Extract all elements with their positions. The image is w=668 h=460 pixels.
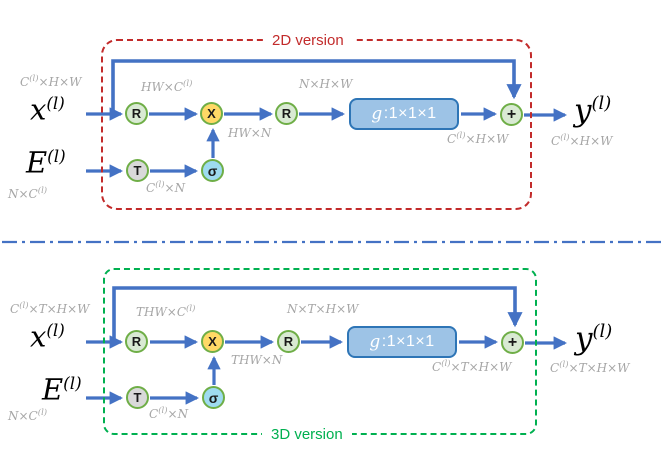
input-x-label: x(l) [30,92,65,127]
multiply-node: X [200,102,223,125]
output-y-label: y(l) [575,320,613,357]
embedding-e-label: E(l) [26,145,66,180]
reshape-node: R [125,102,148,125]
input-x-label: x(l) [30,319,65,354]
conv-block: g :1×1×1 [349,98,459,130]
wires-3d [86,286,568,405]
reshape-node: R [125,330,148,353]
dim-input: C(l)×T×H×W [10,301,90,316]
reshape-node: R [277,330,300,353]
transpose-node: T [126,386,149,409]
dim-conv-out: C(l)×T×H×W [432,359,512,374]
dim-attention-map: THW×N [231,353,283,367]
dim-after-reshape1: HW×C(l) [141,79,193,94]
dim-input: C(l)×H×W [20,74,82,89]
add-node: + [501,331,524,354]
output-y-label: y(l) [574,92,612,129]
conv-kernel-size: :1×1×1 [381,333,435,350]
transpose-node: T [126,159,149,182]
softmax-node: σ [201,159,224,182]
softmax-node: σ [202,386,225,409]
dim-output: C(l)×T×H×W [550,360,630,375]
2d-version-label: 2D version [263,32,353,50]
reshape-node: R [275,102,298,125]
dim-after-reshape2: N×T×H×W [287,302,359,316]
dim-after-transpose: C(l)×N [149,406,189,421]
dim-after-reshape1: THW×C(l) [136,304,196,319]
conv-kernel-size: :1×1×1 [383,105,437,122]
3d-version-label: 3D version [262,426,352,444]
dim-after-transpose: C(l)×N [146,180,186,195]
multiply-node: X [201,330,224,353]
dim-embed: N×C(l) [8,186,48,201]
add-node: + [500,103,523,126]
dim-attention-map: HW×N [228,126,272,140]
conv-block: g :1×1×1 [347,326,457,358]
conv-fn-symbol: g [371,104,383,124]
dim-after-reshape2: N×H×W [299,77,353,91]
conv-fn-symbol: g [369,332,381,352]
dim-output: C(l)×H×W [551,133,613,148]
dim-conv-out: C(l)×H×W [447,131,509,146]
dim-embed: N×C(l) [8,408,48,423]
embedding-e-label: E(l) [42,372,82,407]
